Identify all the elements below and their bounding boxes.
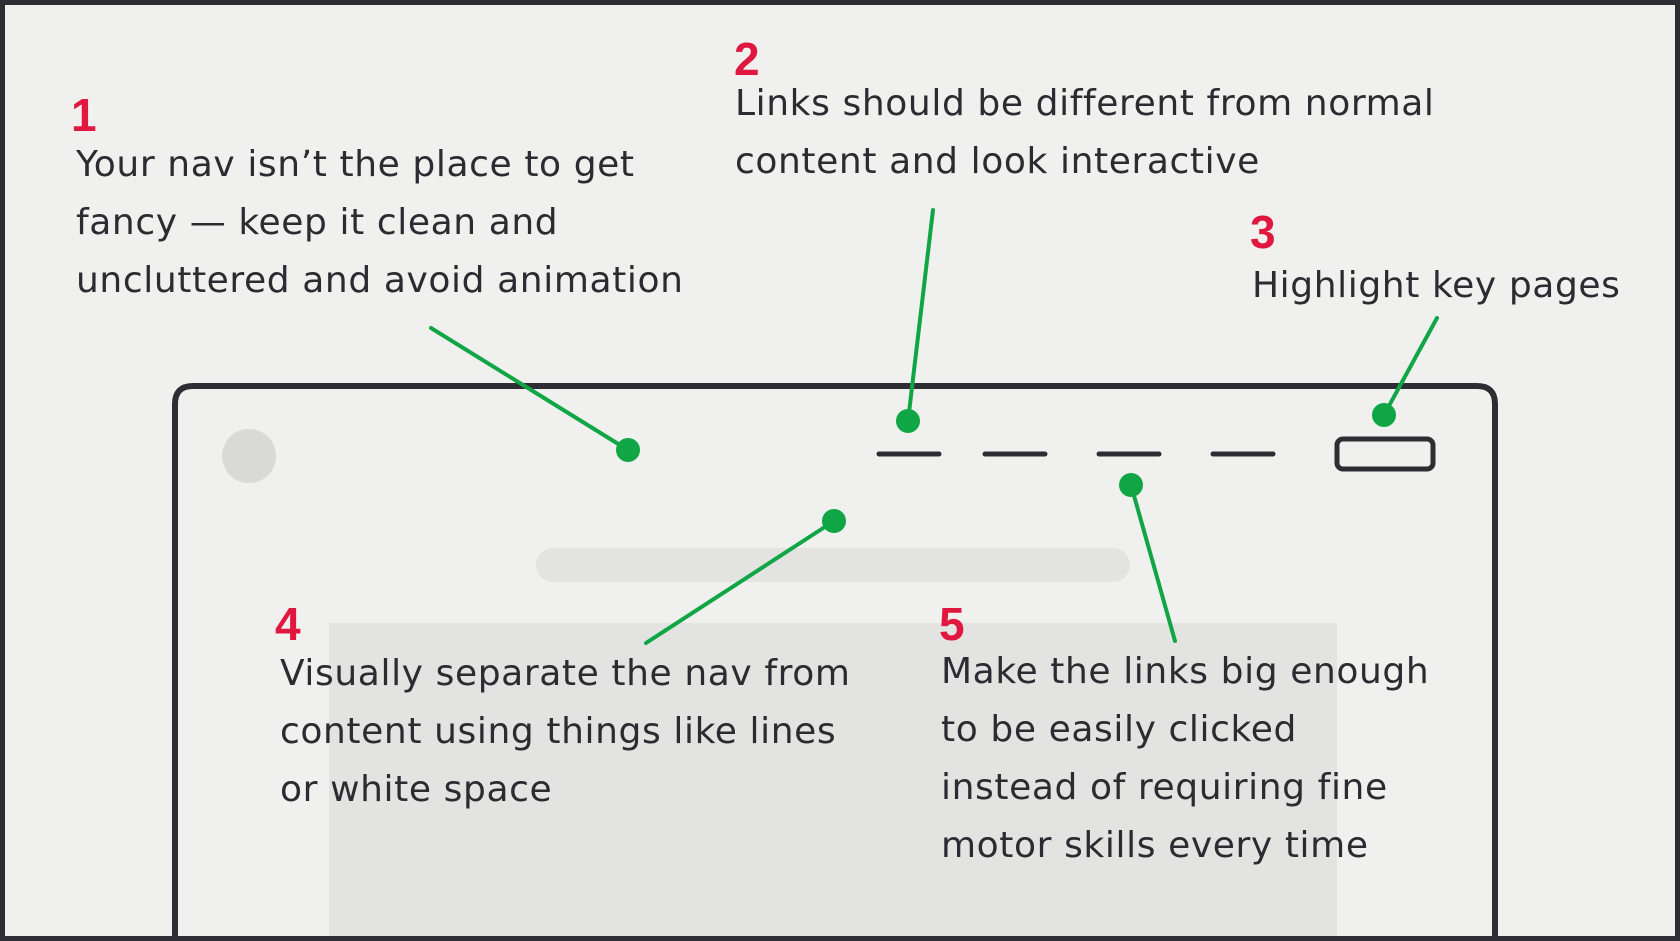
callout-5-line: Make the links big enough: [941, 651, 1430, 692]
nav-separator-bar: [536, 548, 1130, 582]
callout-1-text: Your nav isn’t the place to get fancy — …: [76, 136, 684, 310]
callout-2-line: content and look interactive: [735, 141, 1260, 182]
callout-5-text: Make the links big enough to be easily c…: [941, 643, 1429, 875]
callout-4-number: 4: [275, 598, 301, 650]
callout-2-line: Links should be different from normal: [735, 83, 1435, 124]
browser-window-frame: [172, 383, 1498, 936]
callout-1-line: Your nav isn’t the place to get: [76, 144, 635, 185]
callout-2-number: 2: [734, 33, 760, 85]
callout-5-number: 5: [939, 598, 965, 650]
callout-5-line: to be easily clicked: [941, 709, 1297, 750]
callout-4-text: Visually separate the nav from content u…: [280, 645, 851, 819]
callout-3-text: Highlight key pages: [1252, 257, 1621, 315]
callout-4-line: Visually separate the nav from: [280, 653, 851, 694]
content-placeholder-block: [329, 623, 1337, 936]
browser-wireframe: [172, 383, 1498, 936]
callout-4-line: or white space: [280, 769, 553, 810]
callout-3-number: 3: [1250, 206, 1276, 258]
callout-1-number: 1: [71, 89, 97, 141]
logo-placeholder-icon: [222, 429, 276, 483]
callout-3-line: Highlight key pages: [1252, 265, 1621, 306]
highlighted-nav-button: [1334, 436, 1436, 472]
callout-2-text: Links should be different from normal co…: [735, 75, 1435, 191]
callout-5-line: instead of requiring fine: [941, 767, 1388, 808]
callout-4-line: content using things like lines: [280, 711, 837, 752]
callout-1-line: uncluttered and avoid animation: [76, 260, 684, 301]
callout-1-line: fancy — keep it clean and: [76, 202, 559, 243]
callout-5-line: motor skills every time: [941, 825, 1369, 866]
